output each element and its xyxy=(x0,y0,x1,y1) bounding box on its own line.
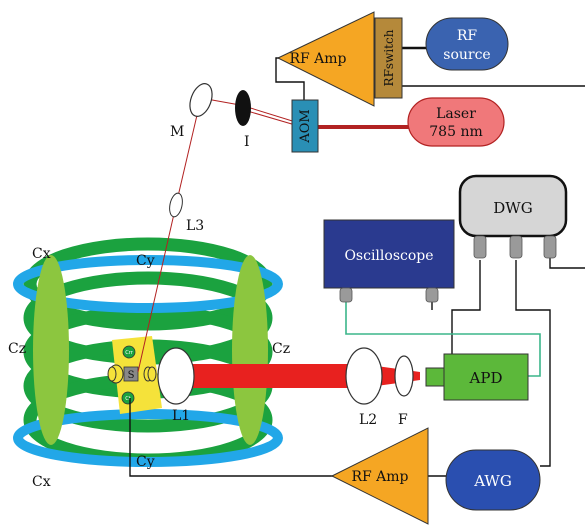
lens1-label: L1 xyxy=(172,408,190,424)
lens2-label: L2 xyxy=(359,412,377,428)
aom-label: AOM xyxy=(298,109,313,143)
dwg-connector-right xyxy=(543,235,557,259)
apd-window xyxy=(425,367,445,387)
ct-coil xyxy=(121,391,135,405)
cy-coil-ring xyxy=(23,237,273,331)
laser-box xyxy=(407,97,505,147)
laser: Laser 785 nm xyxy=(407,97,505,147)
cx-label-top: Cx xyxy=(32,246,51,262)
sample-label: S xyxy=(128,370,135,381)
lens1-icon xyxy=(157,347,195,405)
rf-amp-top-triangle xyxy=(276,11,375,107)
mirror-label: M xyxy=(170,124,184,140)
dwg-connector-middle xyxy=(509,235,523,259)
scope-connector-left xyxy=(339,287,353,303)
oscilloscope-box xyxy=(323,219,455,289)
cx-label-bottom: Cx xyxy=(32,474,51,490)
crr-label: Crr xyxy=(125,350,133,356)
rf-source-box xyxy=(425,17,509,71)
aom: AOM xyxy=(291,99,319,153)
apd-box xyxy=(443,353,529,401)
wire-dwg-to-right xyxy=(549,258,585,269)
awg: AWG xyxy=(445,449,541,511)
optics xyxy=(157,83,414,405)
rf-amp-bottom: RF Amp xyxy=(330,427,429,525)
dwg: DWG xyxy=(458,174,568,259)
rf-switch-box xyxy=(374,17,403,99)
cz-label-right: Cz xyxy=(272,341,290,357)
atom-chip: Crr S Ct xyxy=(107,336,162,414)
rf-switch-label: RFswitch xyxy=(382,29,396,86)
lens3-label: L3 xyxy=(186,218,204,234)
scope-connector-right xyxy=(425,287,439,303)
cz-label-left: Cz xyxy=(8,341,26,357)
ct-label: Ct xyxy=(125,396,130,402)
lens2-icon xyxy=(345,347,383,405)
dwg-connector-left xyxy=(473,235,487,259)
chip-coil-left-inner xyxy=(107,366,117,382)
rf-amp-top-label: RF Amp xyxy=(289,51,346,67)
rf-switch: RFswitch xyxy=(374,17,403,99)
awg-label: AWG xyxy=(473,472,512,490)
wire-scope-to-apd xyxy=(345,300,541,377)
chip-coil-right-inner xyxy=(147,366,157,382)
laser-label-line1: Laser xyxy=(436,106,476,122)
rf-amp-bottom-triangle xyxy=(330,427,429,525)
iris-label: I xyxy=(244,134,250,150)
filter-icon xyxy=(394,355,414,397)
laser-beam-path xyxy=(137,97,303,373)
cx-coil-bottom xyxy=(13,409,283,467)
beam-chip-to-l3 xyxy=(137,204,177,373)
cz-coil-left xyxy=(33,255,69,445)
iris-icon xyxy=(235,90,251,126)
apd: APD xyxy=(425,353,529,401)
cy-label-bottom: Cy xyxy=(136,454,155,470)
rf-source: RF source xyxy=(425,17,509,71)
rf-amp-bottom-label: RF Amp xyxy=(351,469,408,485)
labels: M I L3 L1 L2 F Cx Cx Cy Cy Cz Cz xyxy=(8,124,408,490)
cy-label-top: Cy xyxy=(136,253,155,269)
wire-chip-to-rfamp xyxy=(129,398,342,477)
fluorescence-beam-bar xyxy=(162,364,362,388)
crr-coil xyxy=(122,345,136,359)
rf-source-label-line1: RF xyxy=(457,28,478,44)
rf-amp-top: RF Amp xyxy=(276,11,375,107)
awg-box xyxy=(445,449,541,511)
sample-cell xyxy=(123,366,139,382)
lens3-icon xyxy=(169,192,183,218)
mirror-icon xyxy=(189,83,213,117)
dwg-label: DWG xyxy=(493,199,532,217)
cz-coil-right xyxy=(232,255,268,445)
cx-coil-top xyxy=(13,255,283,313)
wire-rfswitch-to-right xyxy=(387,85,585,98)
oscilloscope: Oscilloscope xyxy=(323,219,455,303)
rf-source-label-line2: source xyxy=(443,47,490,63)
filter-label: F xyxy=(398,412,408,428)
laser-label-line2: 785 nm xyxy=(429,124,482,140)
apd-label: APD xyxy=(469,369,503,387)
wire-dwg-to-apd xyxy=(451,260,481,354)
aom-box xyxy=(291,99,319,153)
oscilloscope-label: Oscilloscope xyxy=(344,248,433,264)
wire-dwg-to-awg xyxy=(515,260,551,467)
